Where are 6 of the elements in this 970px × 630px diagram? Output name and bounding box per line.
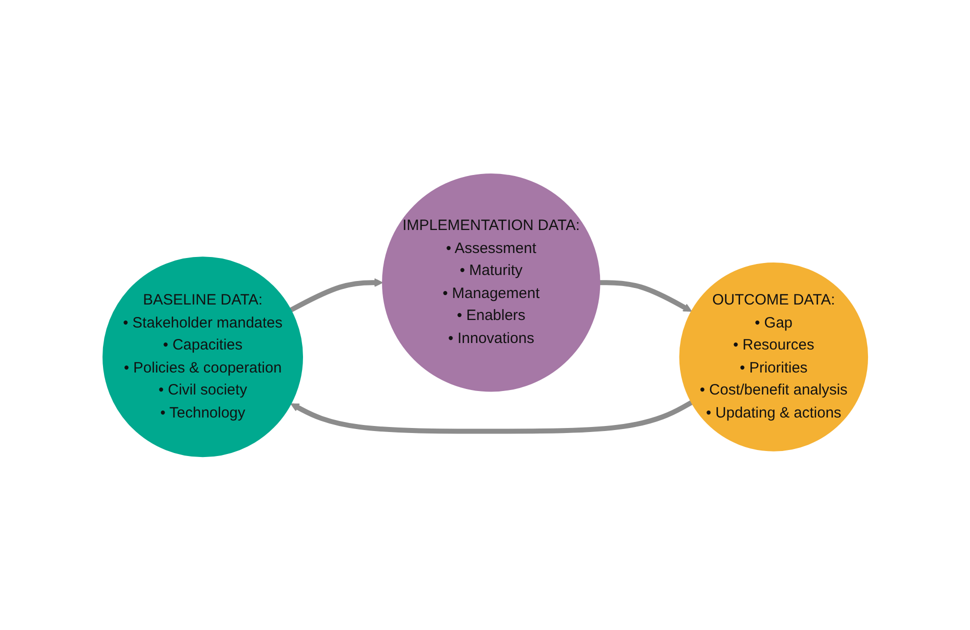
arrow xyxy=(290,400,692,434)
arrow xyxy=(599,280,692,312)
node-circle: IMPLEMENTATION DATA: • Assessment • Maturity • Management • Enablers • Innovations xyxy=(382,173,600,392)
node-circle: BASELINE DATA: • Stakeholder mandates • Capacities • Policies & cooperation • Civil society • Technology xyxy=(102,256,303,457)
node-circle: OUTCOME DATA: • Gap • Resources • Priorities • Cost/benefit analysis • Updating & actions xyxy=(678,262,868,451)
arrow xyxy=(289,278,383,312)
